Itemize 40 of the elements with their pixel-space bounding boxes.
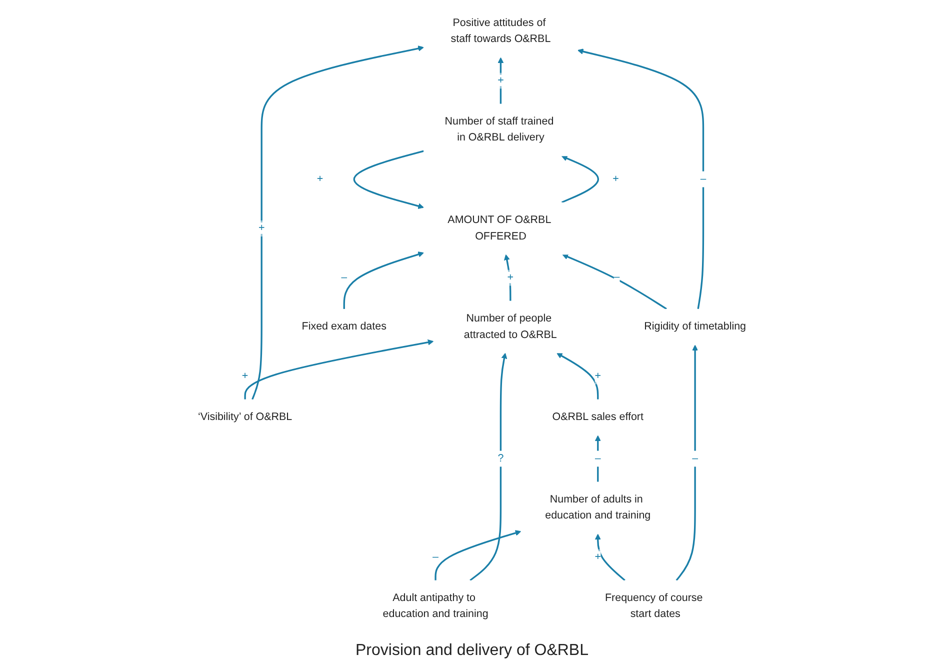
arrow bbox=[594, 435, 601, 482]
node-text: AMOUNT OF O&RBL OFFERED bbox=[448, 214, 551, 242]
node-text: Number of adults in education and training bbox=[545, 494, 651, 522]
arrow bbox=[561, 156, 600, 204]
edge-label: – bbox=[700, 173, 706, 185]
arrow bbox=[556, 352, 599, 400]
edge-label: – bbox=[594, 452, 601, 464]
edge-label: – bbox=[614, 272, 620, 283]
arrow bbox=[676, 344, 698, 581]
arrow bbox=[434, 530, 522, 580]
edge-label: + bbox=[316, 173, 324, 185]
arrow bbox=[252, 46, 424, 400]
node-text: Positive attitudes of staff towards O&RBL bbox=[450, 17, 551, 45]
arrow bbox=[244, 339, 434, 400]
node-text: O&RBL sales effort bbox=[552, 411, 644, 423]
node-text: Fixed exam dates bbox=[302, 321, 386, 332]
edge-label: + bbox=[498, 74, 504, 86]
edge-label: + bbox=[242, 370, 248, 382]
arrow bbox=[578, 48, 704, 310]
edge-label: – bbox=[341, 272, 348, 284]
edge-label: – bbox=[432, 551, 439, 563]
edge-label: + bbox=[612, 173, 619, 185]
arrow bbox=[562, 254, 667, 310]
edge-label: + bbox=[258, 222, 265, 234]
arrow bbox=[353, 150, 424, 209]
arrow bbox=[470, 352, 508, 582]
edge-label: + bbox=[594, 370, 602, 382]
arrow bbox=[343, 252, 424, 309]
edge-label: ? bbox=[498, 452, 504, 464]
edge-label: – bbox=[692, 452, 698, 464]
node-text: Number of people attracted to O&RBL bbox=[464, 312, 557, 340]
edge-label: + bbox=[507, 272, 514, 284]
node-text: Rigidity of timetabling bbox=[644, 321, 746, 332]
node-text: ‘Visibility’ of O&RBL bbox=[198, 411, 292, 423]
edge-label: + bbox=[594, 551, 602, 563]
node-text: Frequency of course start dates bbox=[604, 592, 703, 620]
node-text: Number of staff trained in O&RBL delivery bbox=[444, 116, 554, 144]
arrow bbox=[504, 254, 512, 301]
caption: Provision and delivery of O&RBL bbox=[356, 641, 588, 661]
node-text: Adult antipathy to education and training bbox=[382, 592, 488, 620]
